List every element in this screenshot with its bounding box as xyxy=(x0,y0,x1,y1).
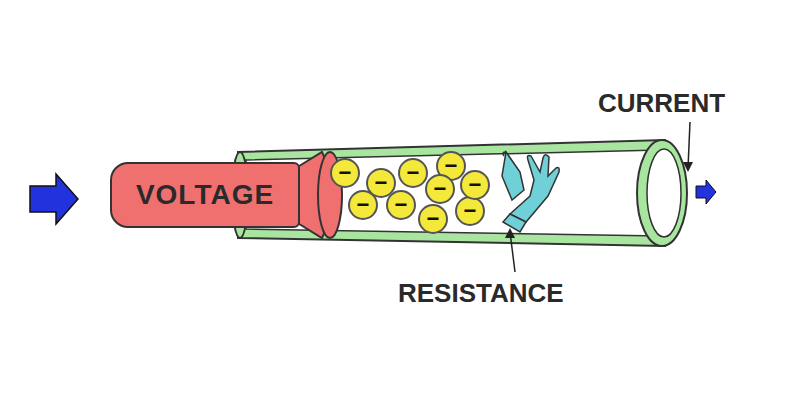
minus-sign: − xyxy=(357,194,370,216)
voltage-label: VOLTAGE xyxy=(136,179,274,211)
electron: − xyxy=(398,158,428,188)
resistance-hand xyxy=(502,152,559,232)
minus-sign: − xyxy=(464,200,477,222)
minus-sign: − xyxy=(375,172,388,194)
minus-sign: − xyxy=(339,162,352,184)
output-arrow xyxy=(696,180,716,204)
electron: − xyxy=(425,174,455,204)
electron: − xyxy=(418,204,448,234)
minus-sign: − xyxy=(469,174,482,196)
electron: − xyxy=(455,196,485,226)
minus-sign: − xyxy=(407,162,420,184)
resistance-leader-head xyxy=(505,228,515,238)
minus-sign: − xyxy=(434,178,447,200)
current-label: CURRENT xyxy=(598,88,725,119)
current-leader xyxy=(688,122,690,168)
current-leader-head xyxy=(683,162,693,172)
tube-right-rim xyxy=(637,140,687,246)
electron: − xyxy=(330,158,360,188)
electron: − xyxy=(460,170,490,200)
electron: − xyxy=(386,190,416,220)
input-arrow xyxy=(30,174,78,224)
tube-opening xyxy=(647,149,681,237)
voltage-plunger: VOLTAGE xyxy=(110,162,300,228)
resistance-label: RESISTANCE xyxy=(398,278,564,309)
minus-sign: − xyxy=(445,155,458,177)
minus-sign: − xyxy=(427,208,440,230)
minus-sign: − xyxy=(395,194,408,216)
electron: − xyxy=(348,190,378,220)
tube-outer xyxy=(238,140,665,246)
